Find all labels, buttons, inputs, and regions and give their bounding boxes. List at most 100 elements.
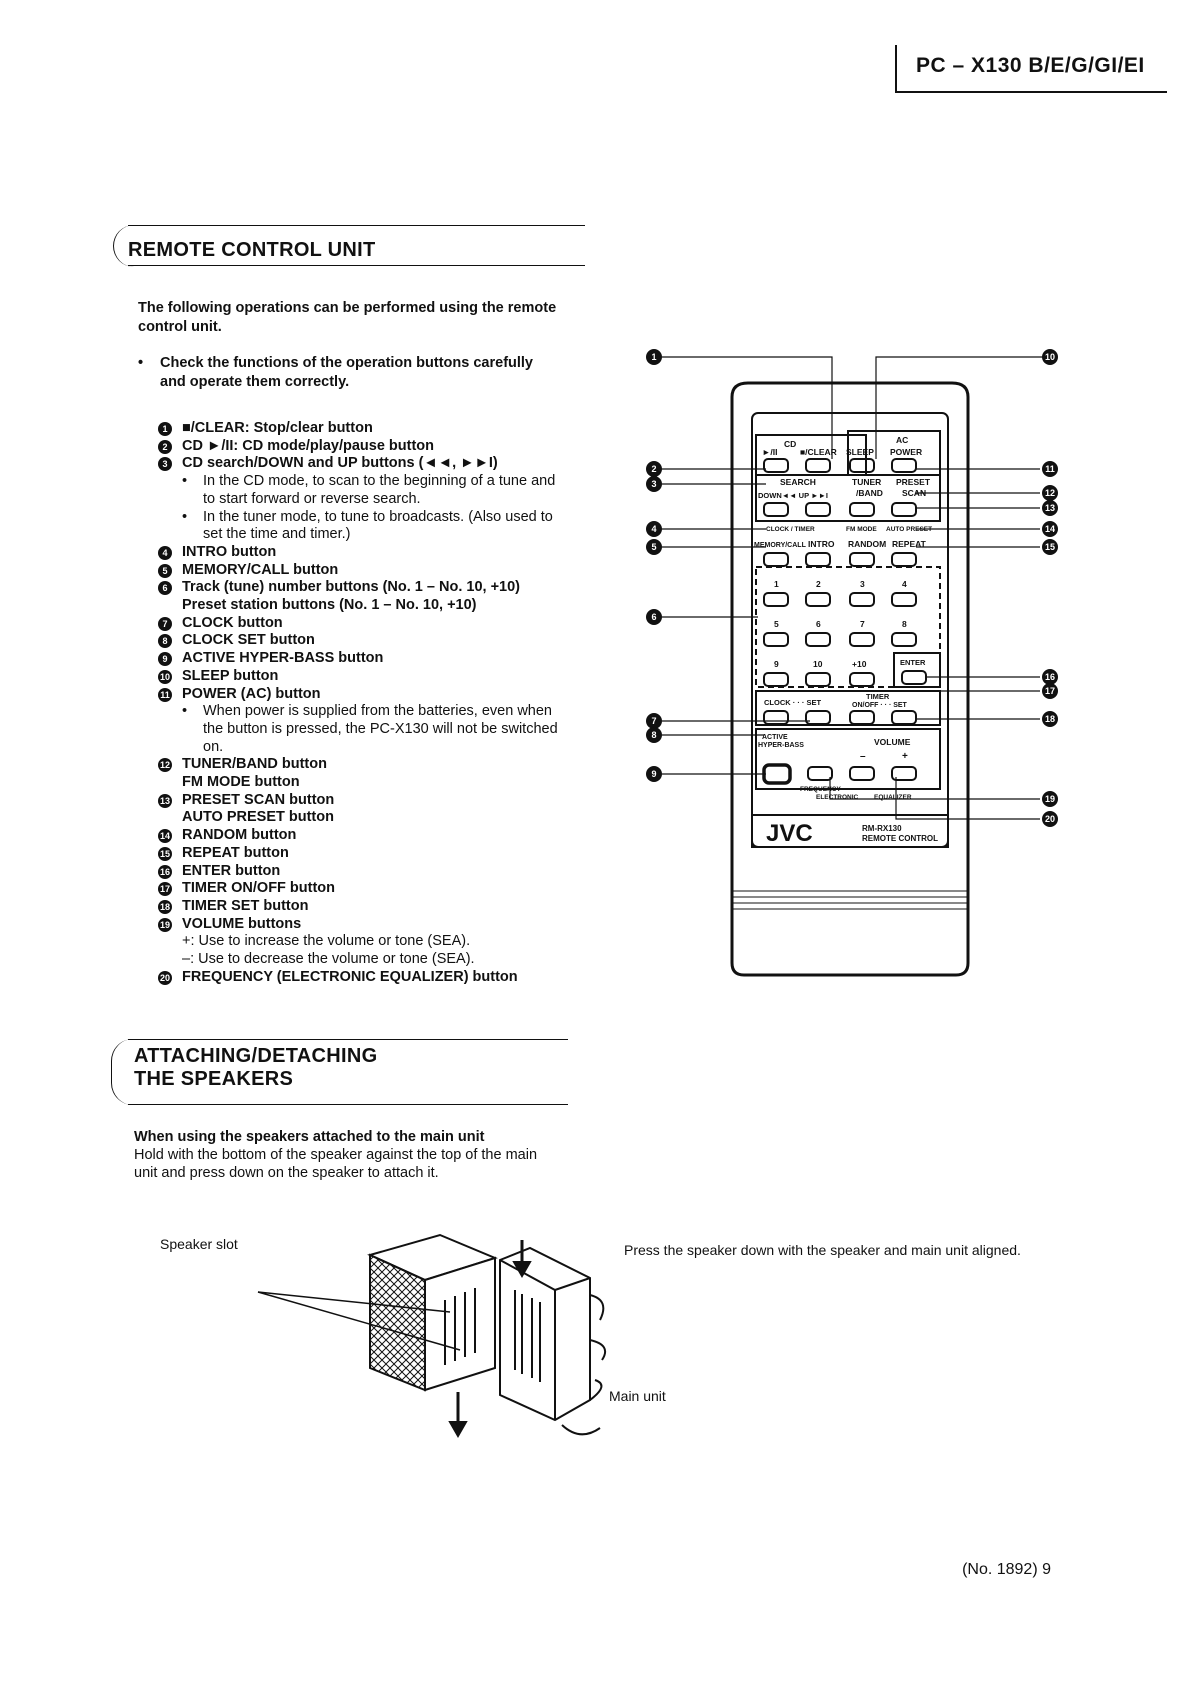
list-item-row: 14 RANDOM button [158, 827, 568, 845]
item-label: TIMER ON/OFF button [182, 880, 336, 897]
list-item: 1 ■/CLEAR: Stop/clear button [158, 420, 568, 438]
remote-label-n10p: +10 [852, 659, 867, 669]
header-box [895, 45, 1167, 93]
clock-panel [755, 690, 941, 726]
svg-text:5: 5 [651, 542, 656, 552]
remote-label-down-up: DOWN◄◄ UP ►►I [758, 491, 828, 500]
item-number-badge: 1 [158, 422, 172, 436]
remote-label-n9: 9 [774, 659, 779, 669]
brand-panel [751, 814, 949, 848]
svg-text:15: 15 [1045, 542, 1055, 552]
svg-text:6: 6 [651, 612, 656, 622]
svg-text:14: 14 [1045, 524, 1055, 534]
remote-label-n10: 10 [813, 659, 823, 669]
remote-label-n6: 6 [816, 619, 821, 629]
item-label: ■/CLEAR: Stop/clear button [182, 420, 373, 436]
remote-label-brand: JVC [766, 820, 813, 847]
item-bullet: •When power is supplied from the batteri… [182, 703, 568, 756]
speaker-subhead: When using the speakers attached to the … [134, 1129, 485, 1145]
bullet-dot: • [182, 508, 188, 525]
speaker-body: Hold with the bottom of the speaker agai… [134, 1147, 538, 1181]
item-number-badge: 12 [158, 758, 172, 773]
list-item: 17 TIMER ON/OFF button [158, 880, 568, 898]
down-arrow-icon [512, 1261, 532, 1279]
item-label: CLOCK SET button [182, 632, 315, 649]
remote-label-sleep: SLEEP [846, 447, 874, 457]
bullet-dot: • [138, 355, 144, 371]
remote-buttons [762, 458, 927, 785]
speaker-title-bracket [111, 1039, 142, 1105]
remote-label-minus: – [860, 751, 866, 762]
remote-label-ac: AC [896, 435, 908, 445]
remote-label-play: ►/II [762, 447, 778, 457]
item-bullet-text: In the CD mode, to scan to the beginning… [203, 473, 556, 507]
label-speaker-slot: Speaker slot [160, 1236, 238, 1252]
check-note: • Check the functions of the operation b… [138, 354, 558, 392]
remote-label-clock-set: CLOCK · · · SET [764, 698, 821, 707]
item-sub-line: FM MODE button [182, 774, 300, 791]
remote-label-n8: 8 [902, 619, 907, 629]
item-sub-line: Preset station buttons (No. 1 – No. 10, … [182, 597, 477, 614]
remote-label-plus: + [902, 751, 908, 762]
item-number-badge: 16 [158, 864, 172, 879]
remote-label-scan: SCAN [902, 488, 926, 498]
item-number-badge: 5 [158, 563, 172, 578]
item-number-badge: 15 [158, 846, 172, 861]
numbers-panel [755, 566, 941, 688]
list-item-row: 12 TUNER/BAND button [158, 756, 568, 774]
check-note-text: Check the functions of the operation but… [160, 355, 533, 390]
search-panel [755, 474, 941, 522]
list-item-row: 20 FREQUENCY (ELECTRONIC EQUALIZER) butto… [158, 969, 568, 987]
remote-label-preset: PRESET [896, 477, 931, 487]
remote-label-frequency: FREQUENCY [800, 786, 841, 793]
svg-text:9: 9 [651, 769, 656, 779]
item-number-badge: 14 [158, 829, 172, 844]
item-bullet: •In the tuner mode, to tune to broadcast… [182, 509, 568, 544]
remote-label-volume: VOLUME [874, 737, 911, 747]
svg-text:8: 8 [651, 730, 656, 740]
item-label: TUNER/BAND button [182, 756, 327, 773]
item-label: CD search/DOWN and UP buttons (◄◄, ►►I) [182, 455, 498, 472]
item-label: REPEAT button [182, 844, 289, 861]
item-number-badge: 3 [158, 457, 172, 472]
item-label: RANDOM button [182, 827, 297, 844]
remote-label-n7: 7 [860, 619, 865, 629]
remote-label-equalizer: EQUALIZER [874, 794, 912, 801]
remote-label-band: /BAND [856, 488, 883, 498]
item-number-badge: 4 [158, 545, 172, 560]
item-number-badge: 20 [158, 970, 172, 985]
item-number-badge: 2 [158, 439, 172, 454]
remote-label-n2: 2 [816, 579, 821, 589]
remote-label-enter: ENTER [900, 658, 926, 667]
remote-label-model: RM-RX130 [862, 824, 902, 833]
remote-control-diagram: CD AC ►/II ■/CLEAR SLEEP POWER SEARCH DO… [646, 349, 1058, 977]
list-item: 15 REPEAT button [158, 845, 568, 863]
page-footer: (No. 1892) 9 [962, 1561, 1051, 1578]
model-number: PC – X130 B/E/G/GI/EI [916, 54, 1145, 77]
speaker-side [424, 1256, 496, 1392]
item-number-badge: 19 [158, 917, 172, 932]
svg-text:2: 2 [651, 464, 656, 474]
item-number-badge: 17 [158, 882, 172, 897]
remote-label-fm-mode: FM MODE [846, 526, 877, 533]
remote-label-timer: TIMER [866, 692, 890, 701]
speaker-section-title: ATTACHING/DETACHING THE SPEAKERS [134, 1045, 377, 1091]
remote-label-auto-preset: AUTO PRESET [886, 526, 932, 533]
title-bracket [113, 225, 144, 267]
slot-leader-line [257, 1291, 461, 1351]
list-item-row: 3 CD search/DOWN and UP buttons (◄◄, ►►I) [158, 455, 568, 473]
svg-text:12: 12 [1045, 488, 1055, 498]
item-label: FREQUENCY (ELECTRONIC EQUALIZER) button [182, 968, 518, 985]
